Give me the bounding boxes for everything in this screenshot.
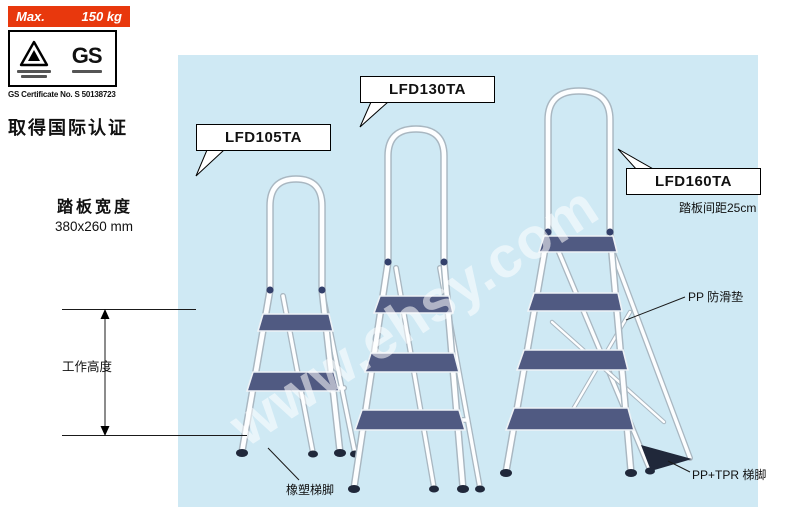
tread-width-label: 踏板宽度: [57, 199, 134, 216]
certification-badge: GS: [8, 30, 117, 87]
gs-certificate-number: GS Certificate No. S 50138723: [8, 90, 116, 99]
tuv-triangle-icon: [19, 40, 49, 66]
max-load-value: 150 kg: [81, 9, 122, 24]
micro-text-placeholder: [17, 69, 52, 73]
model-label-lfd130ta: LFD130TA: [360, 76, 495, 103]
gs-logo: GS: [58, 32, 115, 85]
gs-mark: GS: [71, 42, 103, 68]
tread-spacing-text: 踏板间距25cm: [679, 201, 757, 215]
max-load-banner: Max. 150 kg: [8, 6, 130, 27]
model-label-lfd105ta: LFD105TA: [196, 124, 331, 151]
working-height-label: 工作高度: [62, 360, 113, 374]
micro-text-placeholder: [71, 69, 102, 73]
micro-text-placeholder: [21, 74, 48, 78]
international-certification-text: 取得国际认证: [8, 118, 128, 138]
max-load-prefix: Max.: [16, 9, 45, 24]
arrowhead-up: [100, 309, 110, 319]
model-label-lfd160ta: LFD160TA: [626, 168, 761, 195]
annotation-rubber-feet: 橡塑梯脚: [286, 483, 335, 497]
tread-width-value: 380x260 mm: [55, 219, 134, 234]
annotation-antislip-pad: PP 防滑垫: [688, 290, 744, 304]
arrowhead-down: [100, 426, 110, 436]
tuv-logo: [10, 32, 58, 85]
annotation-pp-tpr-feet: PP+TPR 梯脚: [692, 468, 767, 482]
